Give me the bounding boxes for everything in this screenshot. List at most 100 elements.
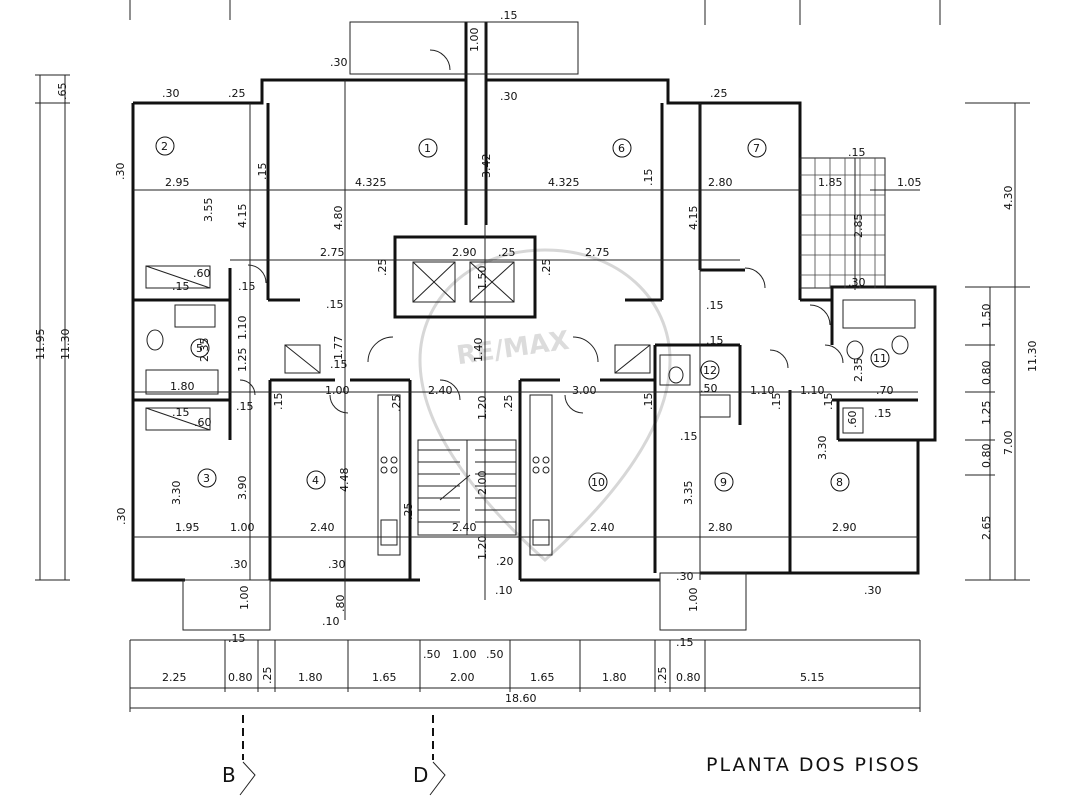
- bottom-dim: .25: [656, 667, 669, 685]
- dim-label: 3.30: [170, 481, 183, 506]
- dim-label: 3.42: [480, 154, 493, 179]
- plan-title: PLANTA DOS PISOS: [706, 754, 921, 776]
- dim-label: 4.325: [355, 176, 387, 189]
- dim-label: 1.00: [238, 586, 251, 611]
- dim-label: 1.95: [175, 521, 200, 534]
- dim-label: 1.05: [897, 176, 922, 189]
- dim-label: 2.90: [832, 521, 857, 534]
- dim-label: 1.50: [980, 304, 993, 329]
- room-numbers: 1 2 3 4 5 6 7 8 9 10 11 12: [155, 136, 890, 492]
- dim-label: .25: [390, 395, 403, 413]
- dim-label: 2.00: [476, 471, 489, 496]
- dim-label: .15: [642, 169, 655, 187]
- dim-label: 4.80: [332, 206, 345, 231]
- dimension-lines: [35, 0, 1030, 712]
- dim-label: .15: [236, 400, 254, 413]
- dim-label: 1.10: [750, 384, 775, 397]
- terrace-tiles: [800, 158, 885, 288]
- dim-label: .10: [322, 615, 340, 628]
- dim-label: 0.80: [980, 444, 993, 469]
- dim-label: 1.40: [472, 338, 485, 363]
- dim-label: 1.20: [476, 396, 489, 421]
- dim-label: 2.80: [708, 521, 733, 534]
- dim-label: 11.30: [59, 329, 72, 361]
- dim-label: 2.40: [452, 521, 477, 534]
- dim-label: .25: [540, 259, 553, 277]
- bottom-dim: 0.80: [676, 671, 701, 684]
- dim-label: .30: [848, 276, 866, 289]
- dim-label: 3.55: [202, 198, 215, 223]
- interior-walls: [133, 80, 918, 580]
- dim-label: .25: [502, 395, 515, 413]
- dim-label: .15: [172, 280, 190, 293]
- section-d-label: D: [413, 763, 428, 787]
- bottom-dim: 1.80: [602, 671, 627, 684]
- dim-label: .15: [272, 393, 285, 411]
- staircase: [417, 439, 517, 536]
- dim-label: .50: [700, 382, 718, 395]
- bottom-dim: 1.65: [372, 671, 397, 684]
- dim-label: .25: [376, 259, 389, 277]
- dim-label: .25: [710, 87, 728, 100]
- dim-label: .30: [230, 558, 248, 571]
- dim-label: 1.85: [818, 176, 843, 189]
- dim-label: .60: [846, 411, 859, 429]
- bottom-dim: 1.80: [298, 671, 323, 684]
- total-width-label: 18.60: [505, 692, 537, 705]
- dim-label: 4.325: [548, 176, 580, 189]
- dim-label: 1.00: [325, 384, 350, 397]
- dim-label: 2.35: [198, 338, 211, 363]
- dim-label: 3.35: [682, 481, 695, 506]
- dim-label: 2.40: [310, 521, 335, 534]
- dim-label: 1.25: [980, 401, 993, 426]
- dim-label: 0.80: [980, 361, 993, 386]
- dim-label: .30: [330, 56, 348, 69]
- dim-label: 2.80: [708, 176, 733, 189]
- dim-label: .25: [228, 87, 246, 100]
- room-1-label: 1: [424, 142, 431, 155]
- remax-watermark: RE/MAX: [418, 248, 672, 563]
- dim-label: .30: [864, 584, 882, 597]
- dim-label: .60: [193, 267, 211, 280]
- section-markers: B D: [222, 715, 446, 796]
- dim-label: 1.10: [236, 316, 249, 341]
- dim-label: 4.48: [338, 468, 351, 493]
- bottom-dim: 2.25: [162, 671, 187, 684]
- room-3-label: 3: [203, 472, 210, 485]
- dim-label: .15: [706, 334, 724, 347]
- room-12-label: 12: [703, 364, 717, 377]
- dim-label: .15: [256, 163, 269, 181]
- dim-label: .30: [500, 90, 518, 103]
- dimension-labels: .30 .25 .30 1.00 .30 .15 .25 2.95 3.55 4…: [34, 9, 1039, 684]
- section-b-label: B: [222, 763, 236, 787]
- dim-label: .15: [706, 299, 724, 312]
- dim-label: 3.30: [816, 436, 829, 461]
- room-5-label: 5: [196, 342, 203, 355]
- dim-label: .15: [770, 393, 783, 411]
- dim-label: 1.77: [332, 336, 345, 361]
- dim-label: 4.15: [687, 206, 700, 231]
- dim-label: 2.00: [450, 671, 475, 684]
- dim-label: .25: [402, 503, 415, 521]
- dim-label: .15: [676, 636, 694, 649]
- dim-label: 4.30: [1002, 186, 1015, 211]
- dim-label: .15: [326, 298, 344, 311]
- dim-label: .65: [56, 83, 69, 101]
- dim-label: 11.95: [34, 329, 47, 361]
- dim-label: 7.00: [1002, 431, 1015, 456]
- dim-label: 3.00: [572, 384, 597, 397]
- dim-label: 1.00: [452, 648, 477, 661]
- dim-label: .10: [495, 584, 513, 597]
- dim-label: 3.90: [236, 476, 249, 501]
- dim-label: 1.00: [230, 521, 255, 534]
- dim-label: .50: [423, 648, 441, 661]
- dim-label: .15: [500, 9, 518, 22]
- dim-label: 1.00: [468, 28, 481, 53]
- dim-label: 2.35: [852, 358, 865, 383]
- dim-label: 1.80: [170, 380, 195, 393]
- dim-label: 2.90: [452, 246, 477, 259]
- dim-label: 1.50: [476, 266, 489, 291]
- room-2-label: 2: [161, 140, 168, 153]
- room-4-label: 4: [312, 474, 319, 487]
